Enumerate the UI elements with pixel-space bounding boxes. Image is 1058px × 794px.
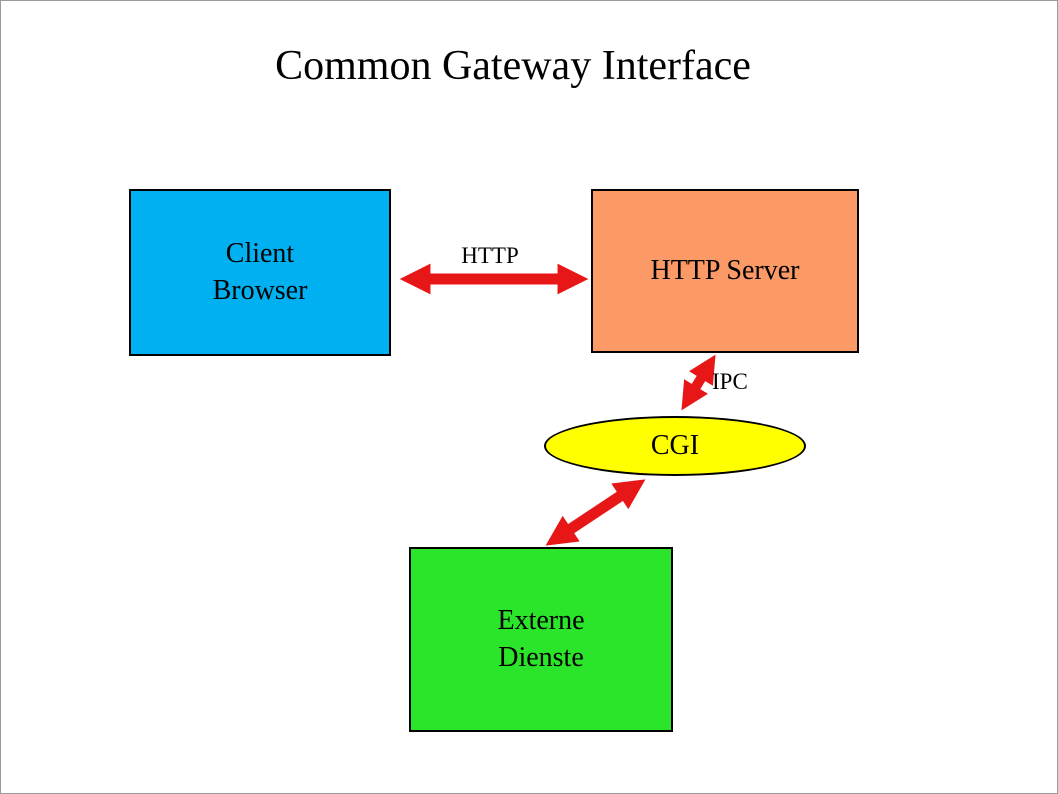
edge-http-label: HTTP (461, 243, 519, 268)
node-cgi-label: CGI (650, 429, 700, 461)
diagram-title: Common Gateway Interface (275, 43, 751, 89)
node-client-browser-label: Client Browser (212, 237, 308, 306)
node-externe-dienste: Externe Dienste (409, 547, 673, 732)
node-http-server-label: HTTP Server (650, 254, 800, 286)
edge-ipc-arrow (681, 354, 716, 411)
node-cgi: CGI (544, 416, 806, 476)
edge-cgi-extern-arrow (545, 479, 646, 546)
node-http-server: HTTP Server (591, 189, 859, 353)
node-client-browser: Client Browser (129, 189, 391, 356)
edge-ipc-label: IPC (712, 369, 748, 394)
node-externe-dienste-label: Externe Dienste (497, 604, 585, 673)
